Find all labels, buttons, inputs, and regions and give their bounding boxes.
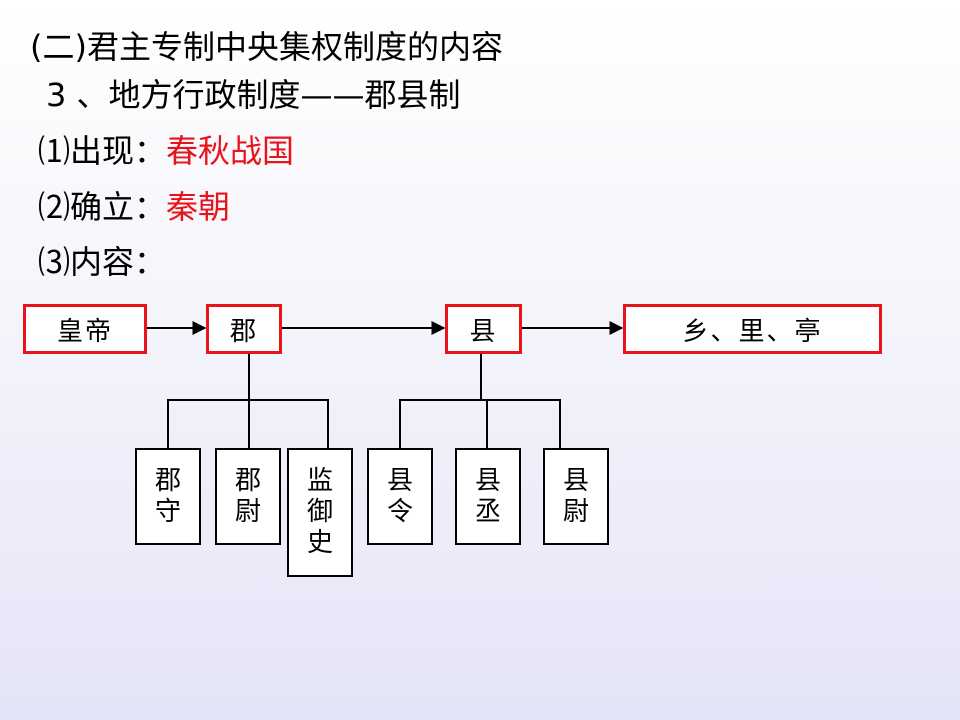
emperor-box: 皇帝	[23, 304, 147, 354]
xiang-li-ting-box: 乡、里、亭	[623, 304, 882, 354]
point-content-label: ⑶内容：	[38, 243, 167, 281]
xian-official-xianwei: 县尉	[543, 448, 609, 545]
slide-subtitle: 3 、地方行政制度——郡县制	[46, 76, 461, 114]
xian-box: 县	[445, 304, 522, 354]
slide-title: (二)君主专制中央集权制度的内容	[30, 28, 503, 66]
xian-official-xiancheng: 县丞	[455, 448, 521, 545]
jun-box: 郡	[206, 304, 282, 354]
point-emergence: ⑴出现：春秋战国	[38, 131, 294, 171]
point-establishment: ⑵确立：秦朝	[38, 187, 230, 227]
jun-official-junshou: 郡守	[135, 448, 201, 545]
point-content: ⑶内容：	[38, 242, 166, 282]
point-establishment-value: 秦朝	[166, 188, 231, 226]
jun-official-junwei: 郡尉	[215, 448, 281, 545]
point-emergence-label: ⑴出现：	[38, 132, 167, 170]
xian-official-xianling: 县令	[367, 448, 433, 545]
point-establishment-label: ⑵确立：	[38, 188, 167, 226]
point-emergence-value: 春秋战国	[166, 132, 295, 170]
jun-official-jianyushi: 监御史	[287, 448, 353, 577]
